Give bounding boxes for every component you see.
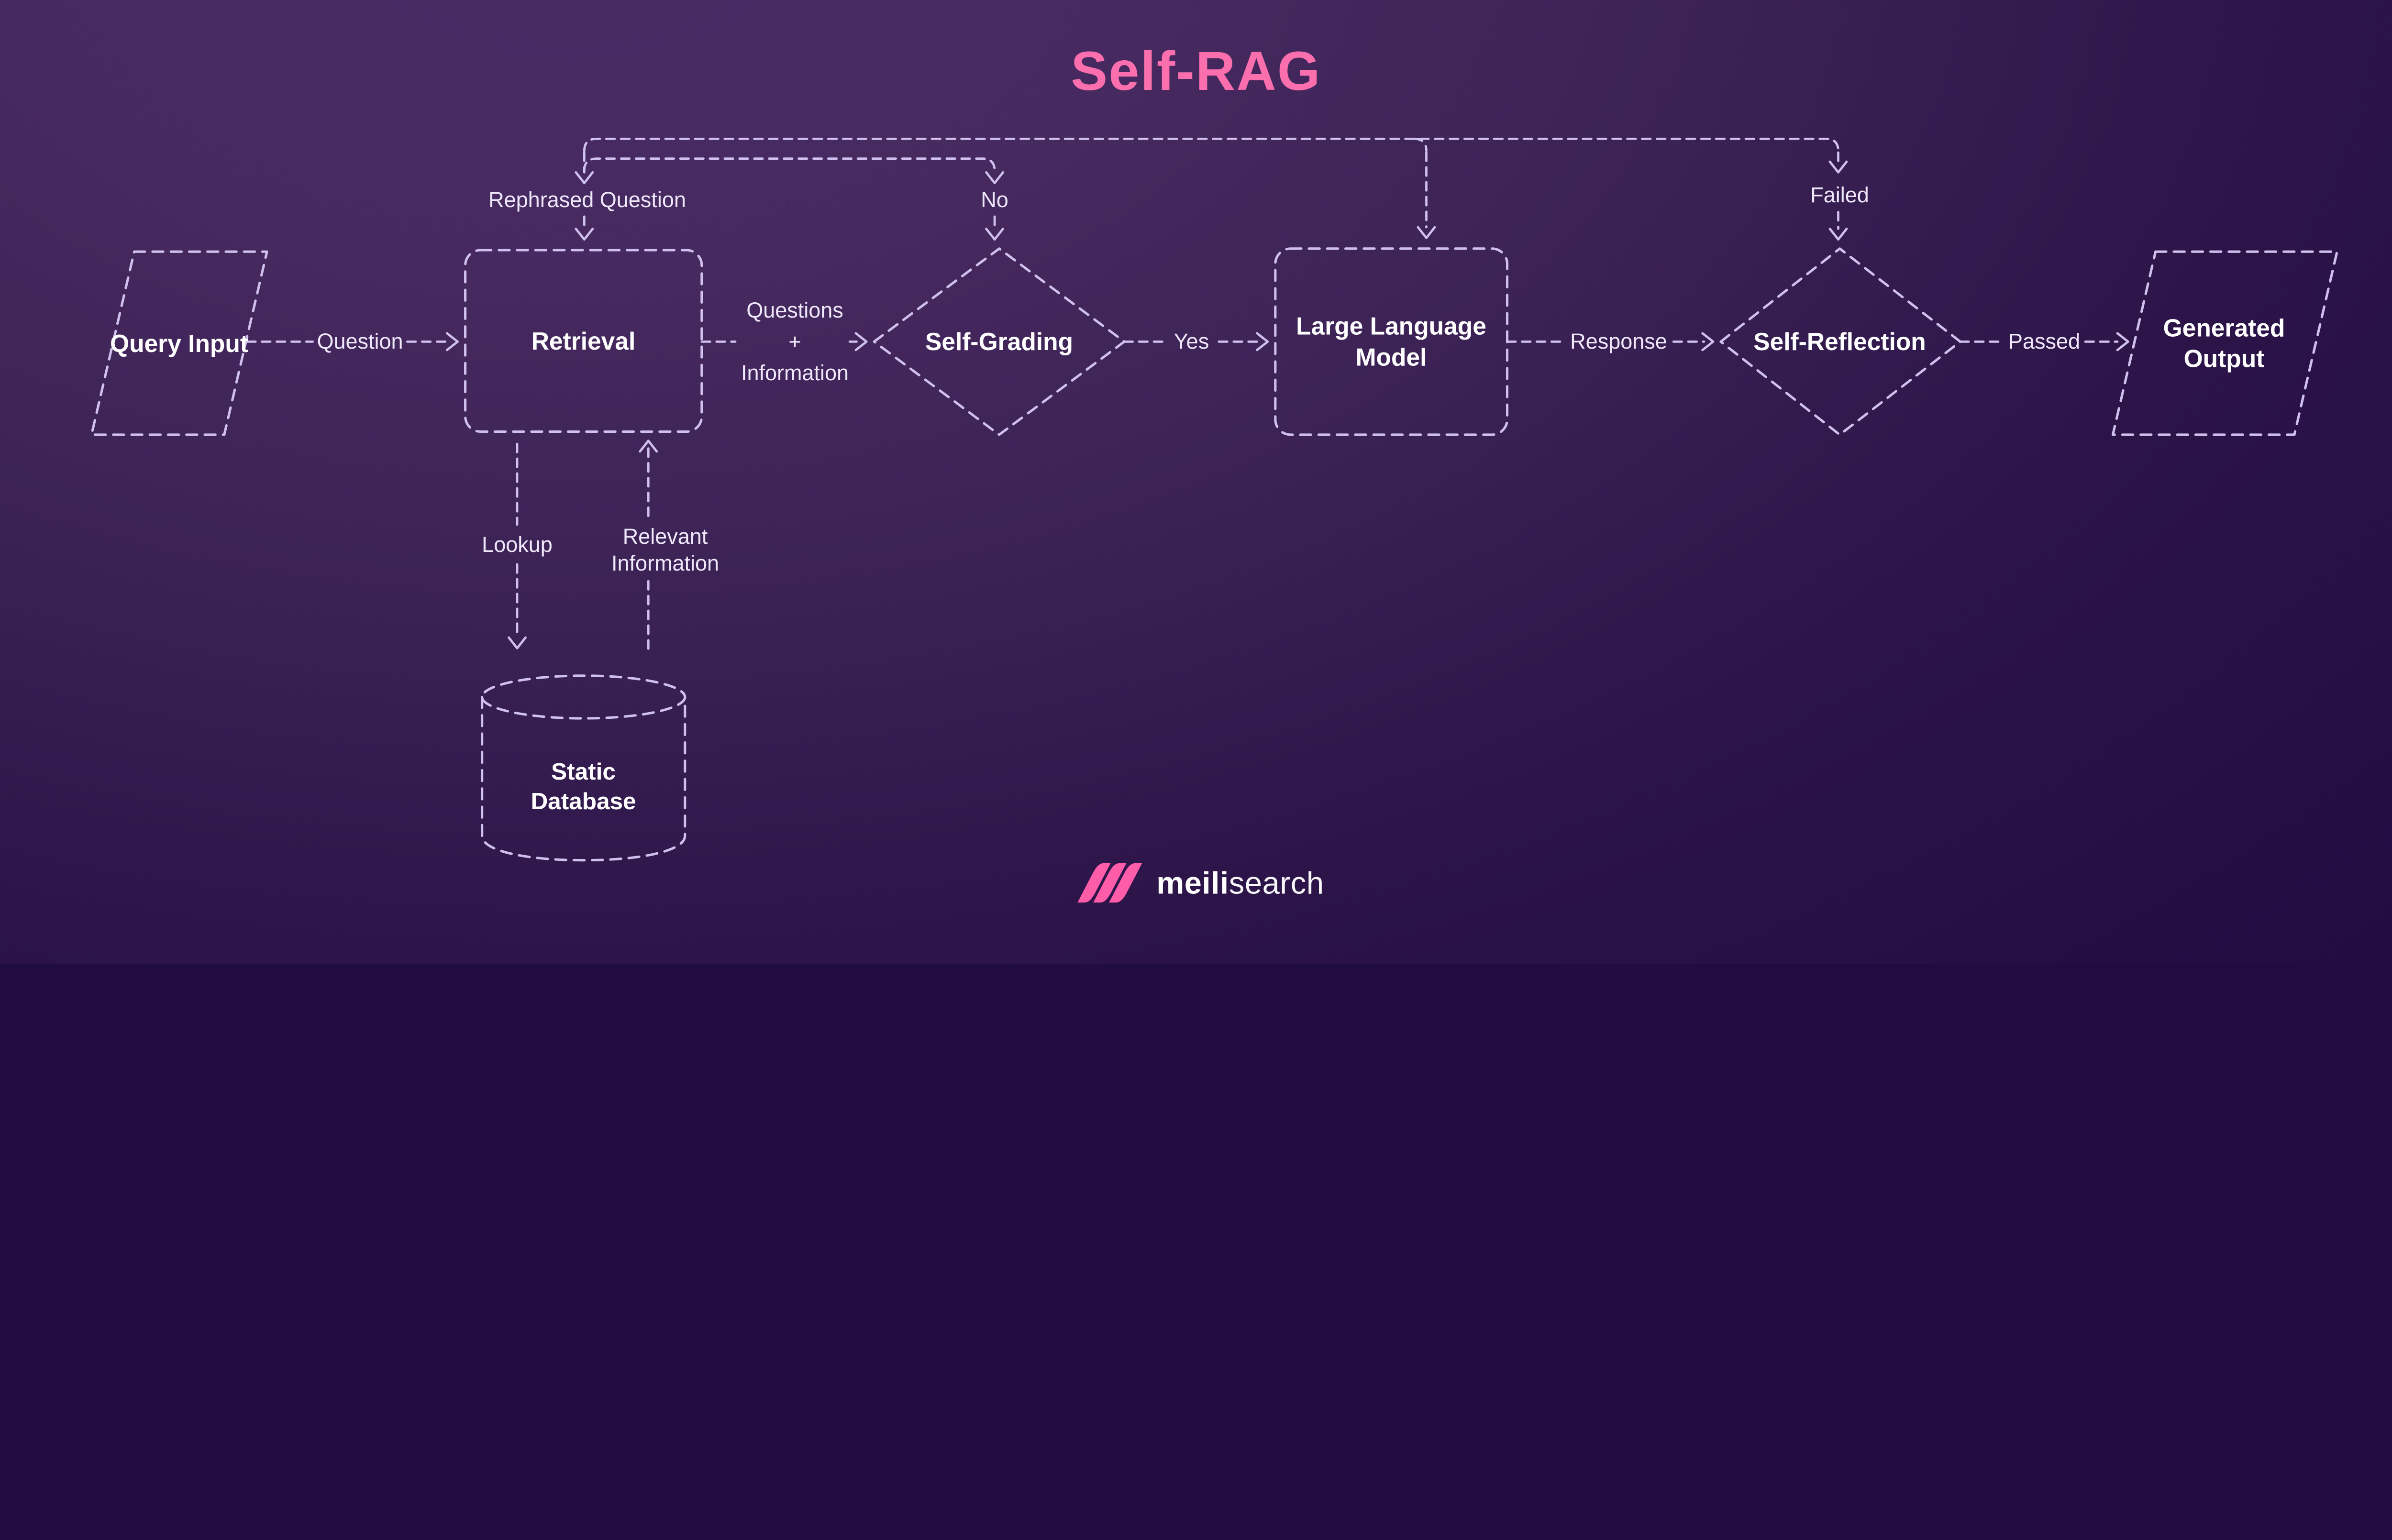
- node-retrieval-label: Retrieval: [531, 327, 636, 355]
- edge-questions-info-line2: +: [788, 329, 801, 354]
- retrieval-box: [464, 249, 703, 433]
- logo-stripe-3: [1109, 863, 1142, 903]
- feedback-line-outer: [583, 137, 1839, 153]
- edge-questions-info-line3: Information: [741, 360, 849, 385]
- node-self-reflection-label: Self-Reflection: [1753, 328, 1926, 356]
- arrow-into-self-grading-top: [985, 227, 1005, 241]
- node-llm-label: Large Language Model: [1296, 312, 1486, 371]
- node-static-database-label: Static Database: [531, 758, 636, 814]
- arrow-into-database: [508, 636, 527, 649]
- query-input-parallelogram: [90, 250, 268, 436]
- page-title: Self-RAG: [1071, 41, 1321, 102]
- edge-response-label: Response: [1570, 329, 1667, 354]
- meilisearch-wordmark: meilisearch: [1156, 865, 1324, 901]
- wordmark-meili: meili: [1156, 865, 1229, 901]
- arrow-into-retrieval-bottom: [639, 440, 658, 453]
- edge-question-label: Question: [317, 329, 403, 354]
- edge-rephrased-question-label: Rephrased Question: [488, 187, 686, 212]
- edge-relevant-information-label: Relevant Information: [611, 524, 720, 575]
- edge-failed-label: Failed: [1810, 183, 1869, 207]
- generated-output-parallelogram: [2111, 250, 2338, 436]
- arrow-into-self-grading: [854, 332, 868, 352]
- meilisearch-icon: [1077, 863, 1142, 903]
- arrow-above-no-label: [985, 171, 1005, 185]
- feedback-llm-junction-corner: [1413, 137, 1428, 153]
- arrow-into-generated-output: [2116, 332, 2129, 352]
- edge-questions-info-label: Questions + Information: [741, 295, 849, 388]
- edge-yes-label: Yes: [1174, 329, 1209, 354]
- edge-lookup-label: Lookup: [482, 532, 553, 557]
- feedback-line-inner: [583, 157, 996, 172]
- node-self-grading-label: Self-Grading: [925, 328, 1074, 356]
- edge-no-label: No: [981, 187, 1008, 212]
- diagram-linework: [90, 137, 2338, 862]
- arrow-into-llm-left: [1256, 332, 1269, 352]
- arrow-into-llm-top: [1417, 226, 1436, 239]
- arrow-into-retrieval-left: [445, 332, 459, 352]
- self-rag-diagram: Self-RAG Query Input Retrieval Self-Grad…: [0, 0, 2392, 964]
- edge-questions-info-line1: Questions: [746, 298, 843, 323]
- logo-stripe-2: [1093, 863, 1127, 903]
- meilisearch-logo: meilisearch: [1077, 863, 1324, 903]
- arrow-above-failed-label: [1828, 160, 1848, 174]
- edge-passed-label: Passed: [2008, 329, 2081, 354]
- arrow-into-self-reflection-top: [1828, 227, 1848, 241]
- arrow-above-rephrased-label: [575, 171, 594, 185]
- node-query-input-label: Query Input: [110, 329, 248, 357]
- arrow-into-self-reflection: [1701, 332, 1715, 352]
- wordmark-search: search: [1229, 865, 1324, 901]
- database-cylinder-body: [481, 695, 687, 862]
- database-cylinder-top: [481, 674, 687, 720]
- logo-stripe-1: [1077, 863, 1111, 903]
- node-generated-output-label: Generated Output: [2163, 314, 2285, 373]
- arrow-into-retrieval-top: [575, 227, 594, 241]
